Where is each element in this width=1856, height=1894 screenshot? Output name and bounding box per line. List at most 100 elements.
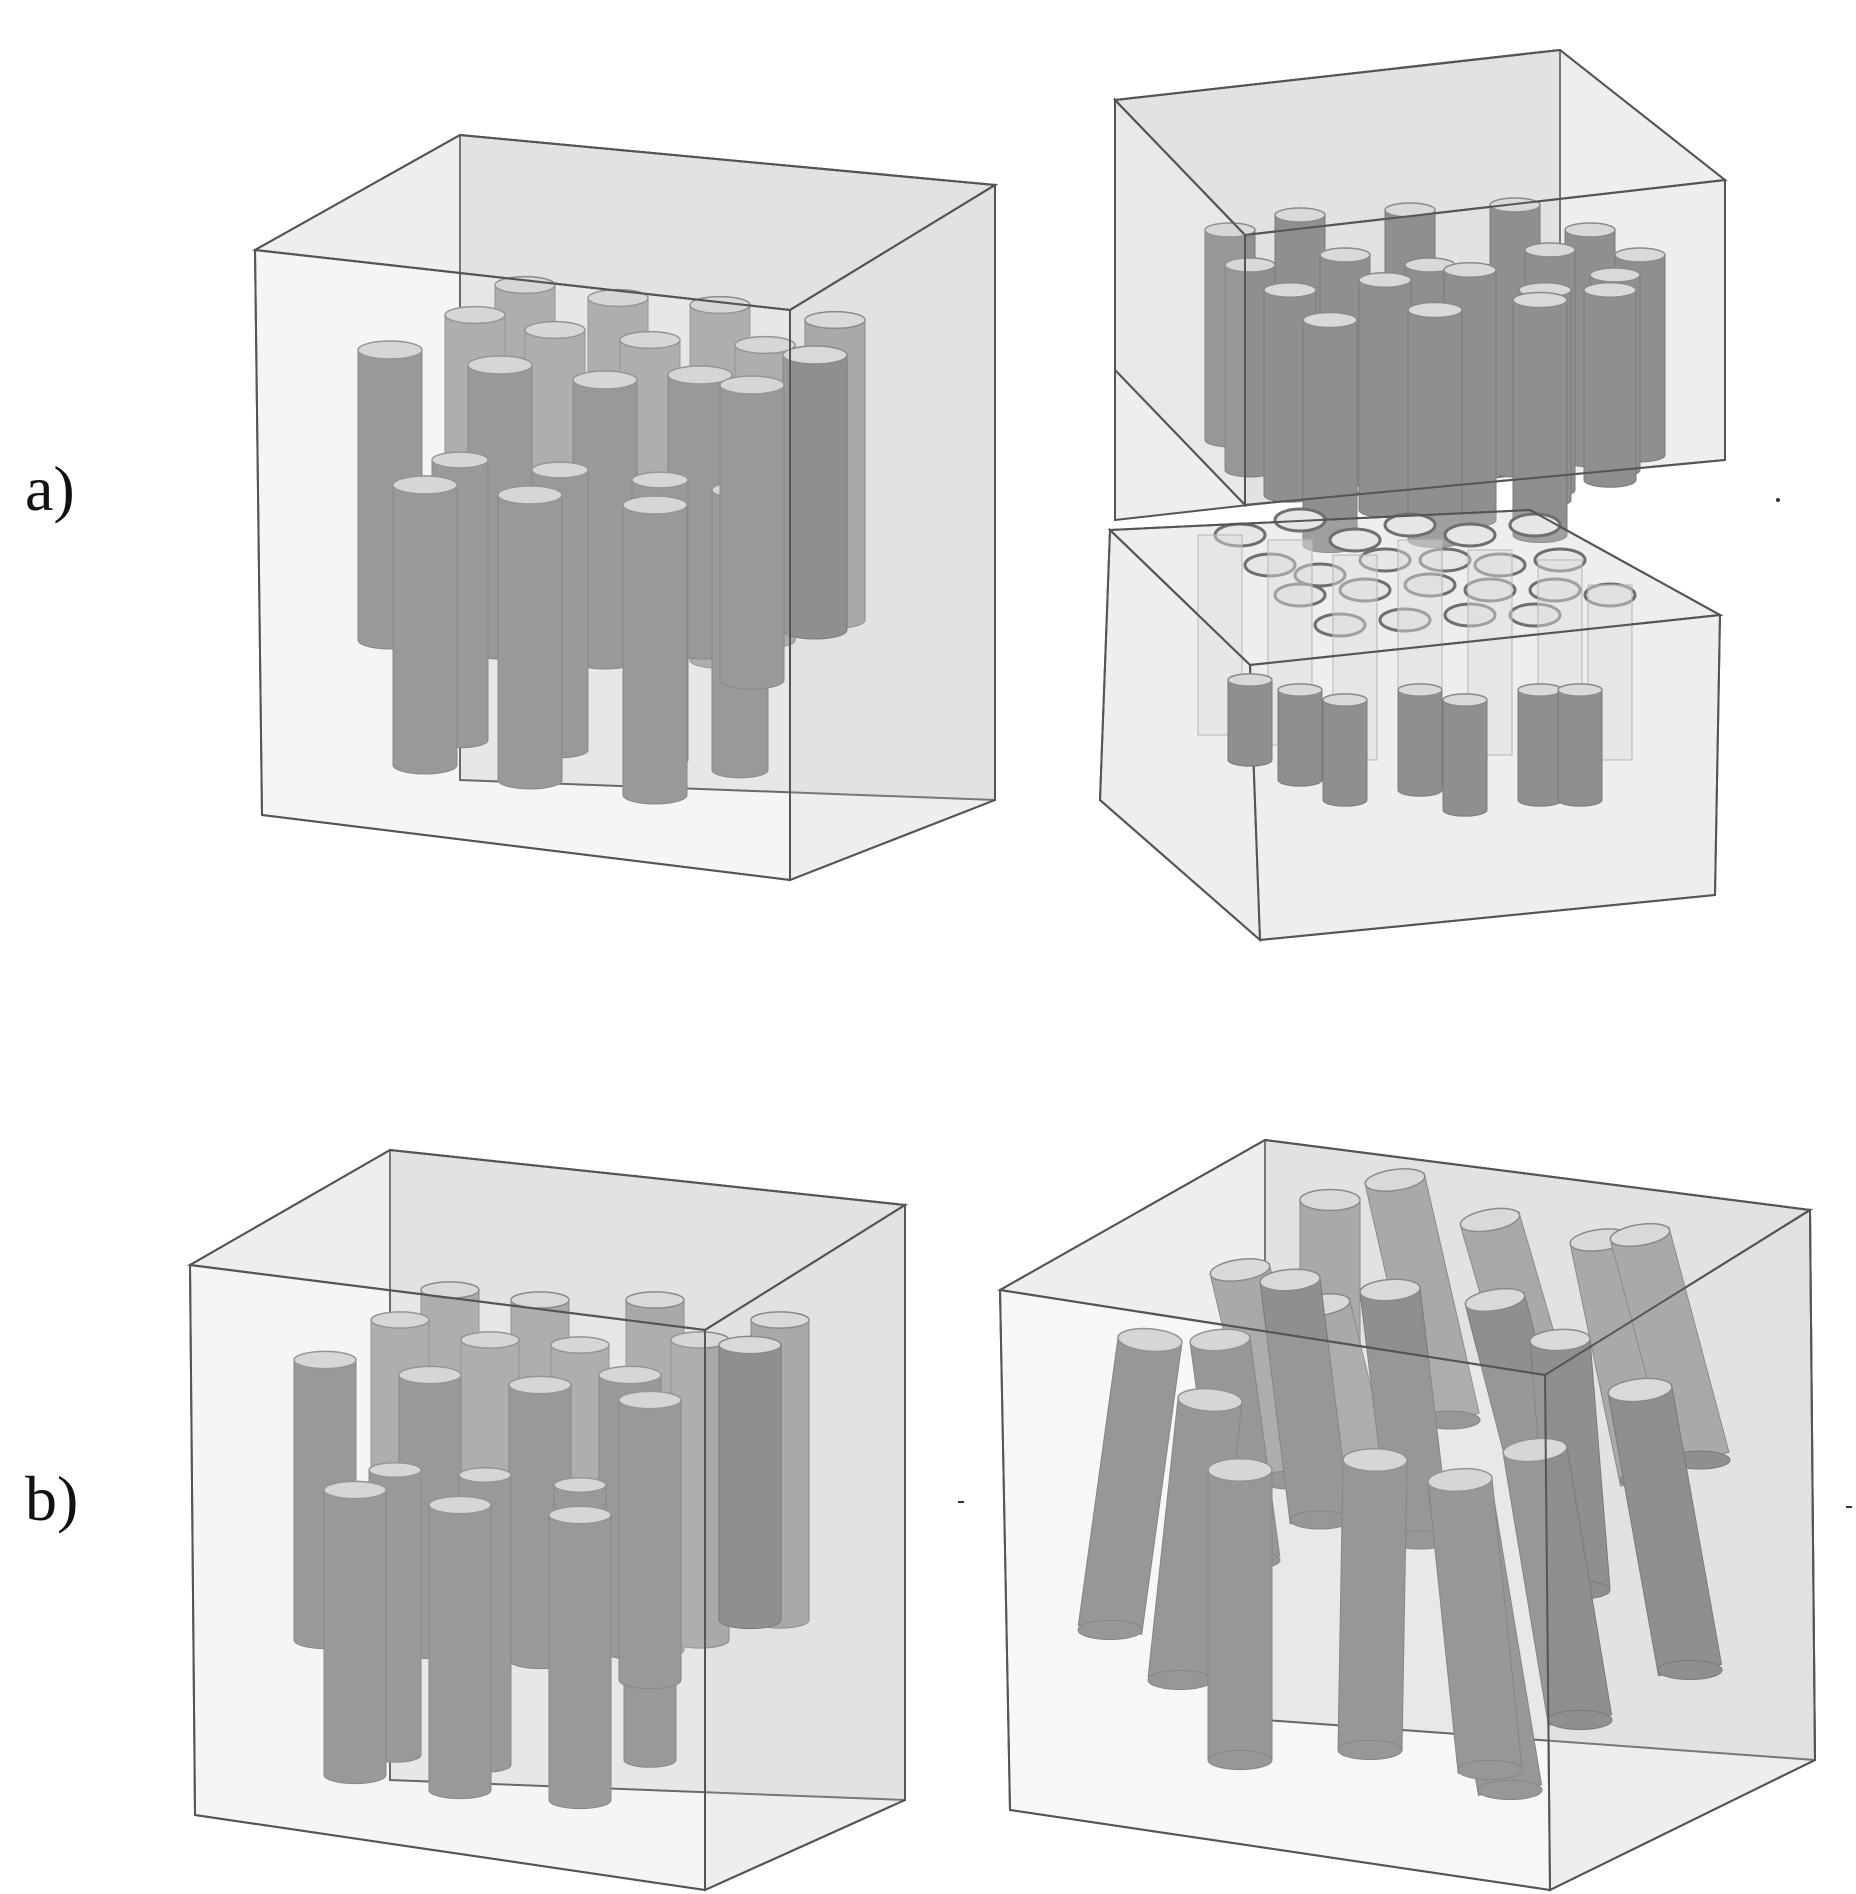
hole: [1528, 577, 1582, 603]
rod-bottom: [1477, 1779, 1543, 1801]
rod: [1224, 257, 1276, 478]
rod-body: [1583, 289, 1637, 488]
hole: [1443, 602, 1497, 628]
hole: [1508, 512, 1562, 538]
rod: [1207, 1458, 1273, 1771]
rod-body: [497, 494, 563, 790]
rod: [1358, 271, 1412, 518]
rod-end-cap: [750, 1311, 810, 1329]
rod-end-cap: [357, 340, 423, 360]
composite-block-a-right-lower: [1098, 507, 1724, 943]
rod-bottom: [1077, 1619, 1143, 1641]
rod-end-cap: [1359, 1278, 1421, 1302]
rod-body: [718, 1344, 782, 1630]
rod-end-cap: [1302, 311, 1358, 329]
rod-end-cap: [1322, 693, 1368, 707]
rod-body: [1517, 689, 1563, 807]
rod-end-cap: [1263, 281, 1317, 299]
rod-body: [782, 354, 848, 640]
rod-bottom: [1337, 1739, 1403, 1761]
rod-end-cap: [804, 310, 866, 330]
rod: [719, 375, 785, 690]
rod-body: [622, 504, 688, 805]
rod-body: [1227, 679, 1273, 767]
rod-end-cap: [1529, 1328, 1591, 1352]
rod-end-cap: [1319, 247, 1371, 263]
box-edges: [998, 1138, 1817, 1892]
rod-end-cap: [598, 1365, 662, 1385]
rod: [1609, 1222, 1731, 1470]
rod-body: [1358, 279, 1412, 518]
box-edges: [188, 1148, 908, 1892]
rod: [718, 1335, 782, 1630]
rod-end-cap: [323, 1480, 387, 1500]
rod-end-cap: [1274, 207, 1326, 223]
rod-end-cap: [460, 1331, 520, 1349]
rod-end-cap: [368, 1461, 422, 1479]
hole: [1583, 582, 1637, 608]
rod: [1583, 281, 1637, 488]
hole: [1378, 607, 1432, 633]
composite-block-a-right-upper: [1112, 48, 1728, 554]
rod: [1397, 683, 1443, 797]
rod-end-cap: [508, 1375, 572, 1395]
speck: [958, 1501, 964, 1503]
rod-end-cap: [510, 1291, 570, 1309]
rod-body: [1397, 689, 1443, 797]
rod-end-cap: [1442, 693, 1488, 707]
rod-end-cap: [1517, 683, 1563, 697]
rod-array: [293, 1281, 810, 1810]
rod-body: [618, 1399, 682, 1690]
rod-end-cap: [718, 1335, 782, 1355]
hole: [1328, 527, 1382, 553]
rod-end-cap: [1364, 1168, 1426, 1192]
rod-body: [548, 1514, 612, 1810]
rod-end-cap: [1259, 1268, 1321, 1292]
tilted-rod-array: [1077, 1168, 1731, 1801]
rod-end-cap: [553, 1476, 607, 1494]
rod-end-cap: [667, 365, 733, 385]
rod-bottom: [1207, 1749, 1273, 1771]
rod: [1607, 1377, 1723, 1681]
rod-end-cap: [1443, 261, 1497, 279]
rod-body: [428, 1504, 492, 1800]
rod-end-cap: [1512, 291, 1568, 309]
rod-end-cap: [1358, 271, 1412, 289]
hole: [1243, 552, 1297, 578]
rod-end-cap: [467, 355, 533, 375]
speck: [1846, 1506, 1852, 1508]
rod-end-cap: [1524, 242, 1576, 258]
rod-end-cap: [497, 485, 563, 505]
rod-body: [1407, 309, 1463, 549]
box-front-face: [998, 1288, 1552, 1892]
box-edges: [1098, 508, 1724, 942]
rod: [1557, 683, 1603, 807]
rod: [497, 485, 563, 790]
box-front-face: [188, 1263, 706, 1892]
box-edges: [253, 133, 999, 882]
rod-bottom: [1657, 1659, 1723, 1681]
panel-label-a: a): [25, 453, 75, 524]
rod-end-cap: [1464, 1287, 1526, 1313]
hole: [1383, 512, 1437, 538]
rod: [323, 1480, 387, 1785]
rod: [1442, 693, 1488, 817]
rod-end-cap: [619, 330, 681, 350]
rod-end-cap: [719, 375, 785, 395]
rod: [548, 1505, 612, 1810]
rod-end-cap: [1589, 267, 1641, 283]
composite-block-b-left: [186, 1148, 908, 1892]
rod: [572, 370, 638, 670]
rod: [1407, 301, 1463, 549]
rod-end-cap: [1459, 1207, 1521, 1233]
rod-end-cap: [444, 305, 506, 325]
rod-end-cap: [618, 1390, 682, 1410]
rod-body: [323, 1489, 387, 1785]
rod-end-cap: [398, 1365, 462, 1385]
rod: [1322, 693, 1368, 807]
rod: [1302, 311, 1358, 554]
rod-end-cap: [587, 288, 649, 308]
rod-end-cap: [572, 370, 638, 390]
rod-end-cap: [1209, 1258, 1271, 1282]
rod-bottom: [1457, 1759, 1523, 1781]
